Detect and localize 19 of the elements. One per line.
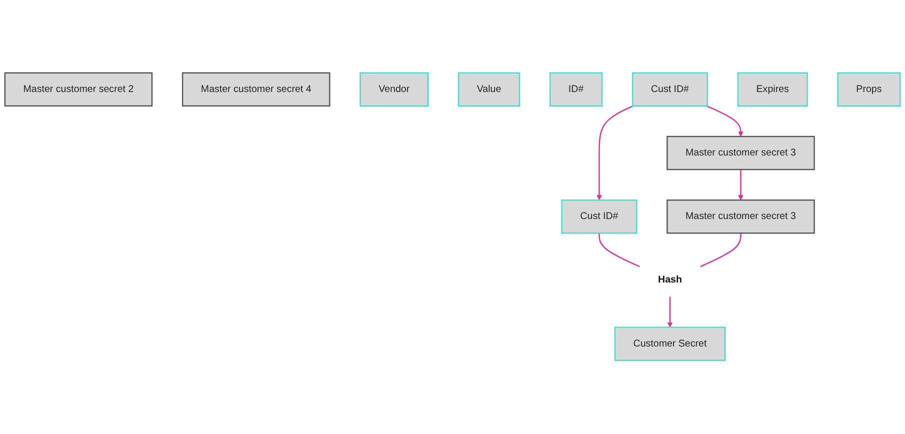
- node-box: ID#: [549, 72, 603, 107]
- node-box: Master customer secret 2: [4, 72, 153, 107]
- arrow: [667, 297, 673, 328]
- arrow: [706, 106, 744, 138]
- node-box: Cust ID#: [632, 72, 708, 107]
- node-box: Value: [458, 72, 520, 107]
- arrow: [596, 106, 634, 201]
- node-box: Master customer secret 4: [182, 72, 330, 107]
- arrow: [738, 170, 744, 201]
- node-box: Customer Secret: [614, 327, 726, 362]
- node-box: Master customer secret 3: [666, 136, 815, 171]
- node-box: Master customer secret 3: [666, 200, 815, 234]
- node-text: Hash: [658, 275, 682, 286]
- node-box: Expires: [737, 72, 808, 107]
- connector: [700, 234, 742, 268]
- node-box: Cust ID#: [561, 200, 638, 234]
- node-box: Props: [837, 72, 901, 107]
- node-box: Vendor: [360, 72, 429, 107]
- connector: [598, 234, 640, 268]
